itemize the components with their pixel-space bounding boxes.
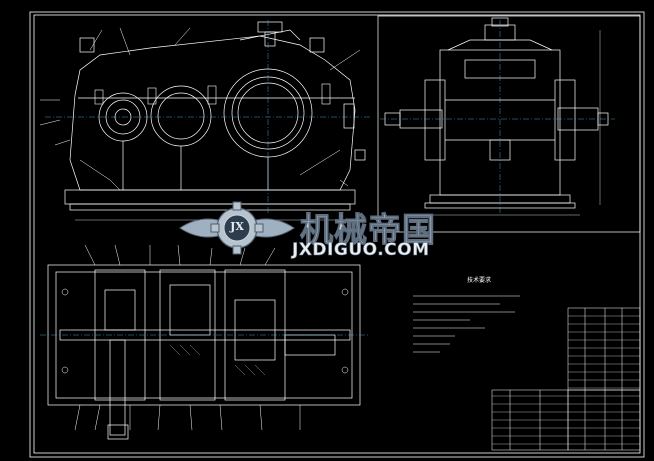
- parts-list-table: [491, 307, 641, 451]
- side-view: [377, 15, 641, 233]
- watermark-badge-text: JX: [230, 220, 244, 233]
- parts-list-rows: [492, 315, 640, 445]
- watermark-gear-logo: [179, 201, 295, 255]
- watermark-english-text: JXDIGUO.COM: [292, 240, 430, 261]
- technical-notes-title: 技术要求: [467, 277, 492, 284]
- watermark-chinese-text: 机械帝国: [300, 210, 436, 250]
- technical-notes-block: [413, 295, 520, 353]
- drawing-frame: [29, 11, 645, 458]
- plan-section-view: [40, 244, 370, 440]
- front-view: [39, 20, 370, 221]
